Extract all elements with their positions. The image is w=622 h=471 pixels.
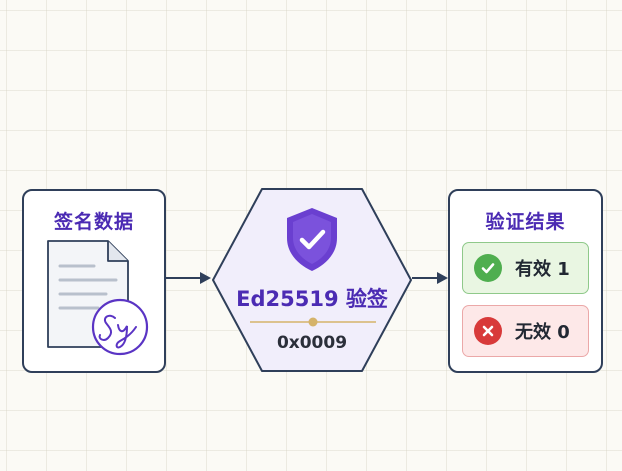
arrow-source-to-verifier <box>166 272 211 284</box>
result-invalid-label: 无效 0 <box>515 322 570 343</box>
verifier-divider <box>250 317 376 327</box>
shield-check-icon <box>287 208 337 271</box>
result-valid-label: 有效 1 <box>515 259 570 280</box>
check-circle-icon <box>474 254 502 282</box>
verifier-title: Ed25519 验签 <box>236 287 388 311</box>
source-illustration <box>47 240 149 356</box>
x-circle-icon <box>474 317 502 345</box>
source-card-title: 签名数据 <box>53 211 134 233</box>
result-card-title: 验证结果 <box>485 211 566 233</box>
result-invalid-item: 无效 0 <box>462 305 589 357</box>
signature-icon <box>91 298 149 356</box>
arrow-verifier-to-result <box>412 272 448 284</box>
verifier-hexagon <box>212 188 412 372</box>
verifier-code: 0x0009 <box>276 333 348 353</box>
source-card: 签名数据 <box>22 189 166 373</box>
result-valid-item: 有效 1 <box>462 242 589 294</box>
